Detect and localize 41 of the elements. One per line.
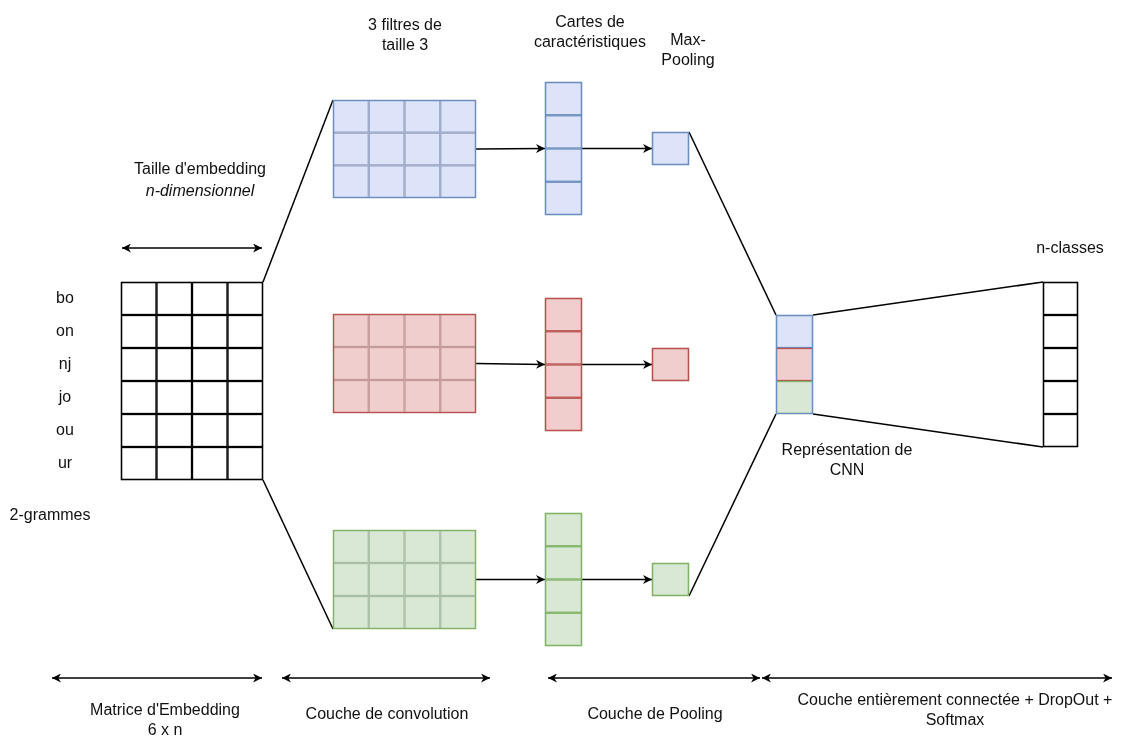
connector-line: [812, 413, 1044, 448]
cnn-representation-vector: [776, 315, 813, 414]
feature-map: [545, 298, 582, 431]
row-label: bo: [55, 288, 75, 308]
column-heading: Cartes de caractéristiques: [532, 12, 647, 52]
section-caption: Couche entièrement connectée + DropOut + Softmax: [796, 690, 1114, 730]
row-label: nj: [57, 354, 73, 374]
connector-line: [262, 99, 334, 283]
row-label: jo: [57, 387, 73, 407]
pooled-value: [652, 563, 689, 596]
section-caption: Matrice d'Embedding 6 x n: [89, 700, 241, 740]
axis-caption: Taille d'embedding n-dimensionnel: [133, 159, 267, 201]
pooled-value: [652, 132, 689, 165]
section-caption: Couche de convolution: [304, 704, 470, 724]
arrow: [475, 144, 546, 154]
feature-map: [545, 513, 582, 646]
row-label: ou: [55, 420, 75, 440]
connector-line: [262, 479, 334, 630]
filter-grid: [333, 314, 476, 413]
connector-line: [688, 131, 777, 316]
arrow: [475, 359, 546, 369]
arrow: [475, 575, 546, 584]
output-vector: [1043, 282, 1078, 447]
column-heading: 3 filtres de taille 3: [367, 15, 443, 55]
connector-line: [688, 413, 777, 597]
output-caption: n-classes: [1035, 238, 1105, 258]
arrow: [581, 144, 653, 153]
row-axis-caption: 2-grammes: [8, 505, 92, 525]
filter-grid: [333, 100, 476, 198]
row-label: on: [55, 321, 75, 341]
connector-line: [812, 281, 1044, 316]
cnn-representation-caption: Représentation de CNN: [780, 440, 914, 480]
section-caption: Couche de Pooling: [586, 704, 724, 724]
pooled-value: [652, 348, 689, 381]
arrow: [581, 575, 653, 584]
column-heading: Max-Pooling: [660, 30, 716, 70]
embedding-matrix: [121, 282, 263, 480]
arrow: [581, 360, 653, 369]
row-label: ur: [56, 453, 74, 473]
feature-map: [545, 82, 582, 215]
filter-grid: [333, 530, 476, 629]
